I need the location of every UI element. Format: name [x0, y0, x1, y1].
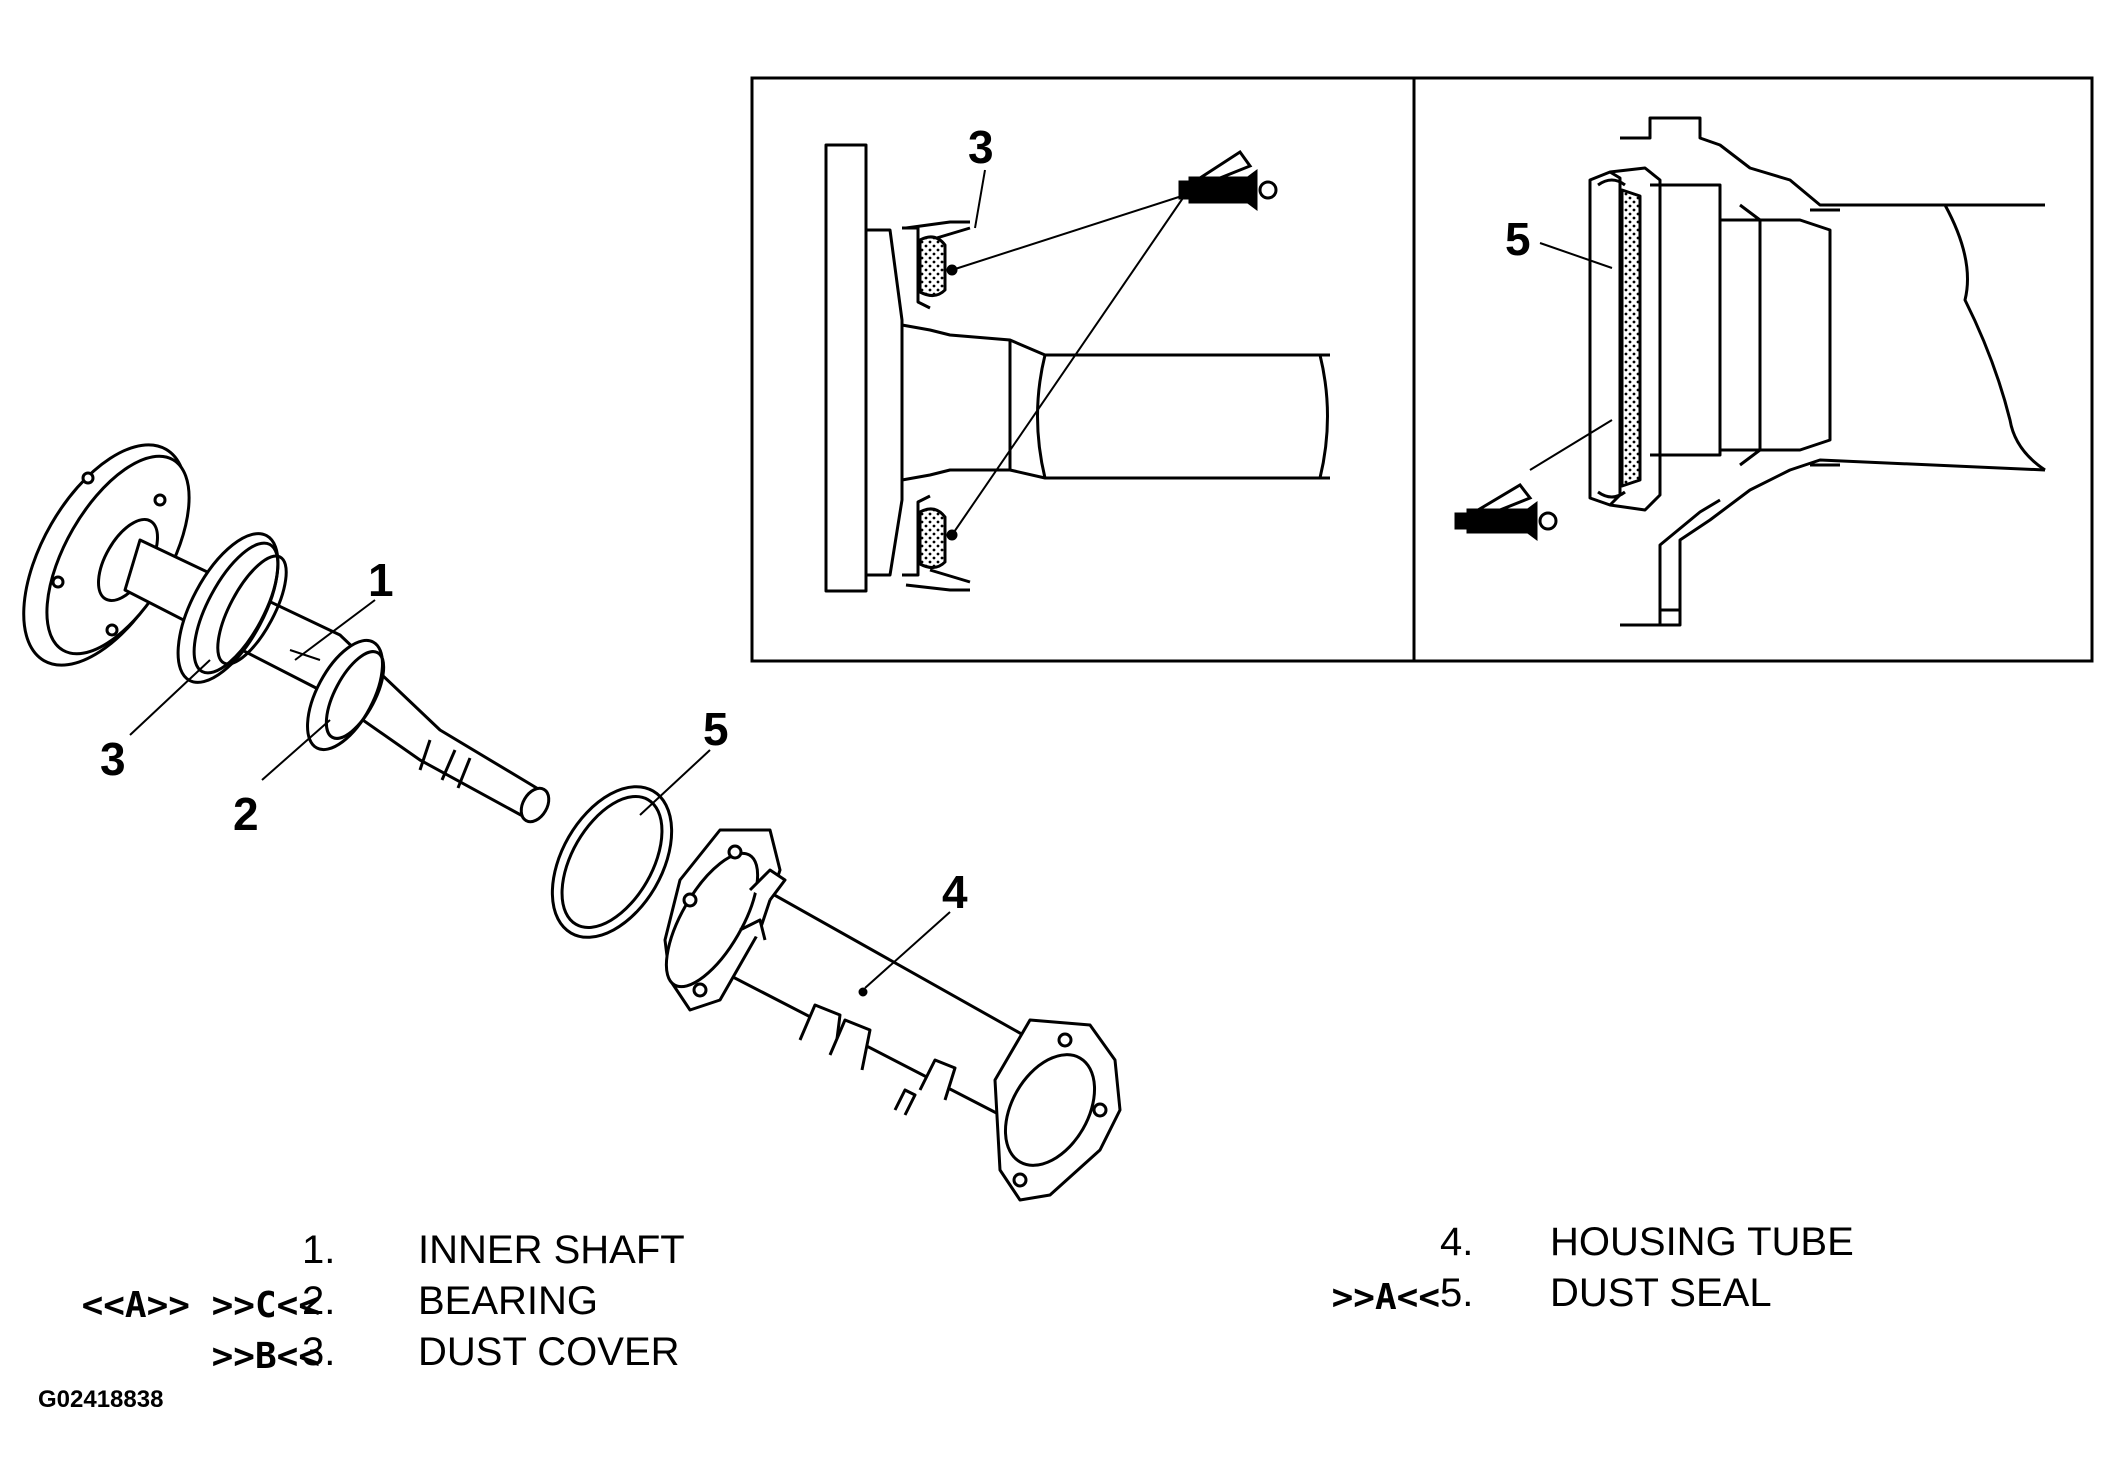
- legend-row: >>B<< 3. DUST COVER: [36, 1330, 736, 1380]
- housing-tube: [663, 828, 1122, 1202]
- legend-label: DUST SEAL: [1550, 1271, 1772, 1315]
- detail-left-callout-3: 3: [968, 121, 994, 173]
- leader-lines: [129, 599, 951, 989]
- legend-row: >>A<< 5. DUST SEAL: [1300, 1271, 1920, 1321]
- detail-box: [750, 76, 2094, 663]
- axle-flange: [22, 443, 191, 667]
- detail-left-dust-cover: [824, 143, 1330, 593]
- grease-gun-icon: [1178, 149, 1278, 211]
- legend-label: DUST COVER: [418, 1330, 680, 1374]
- callout-4: 4: [942, 866, 968, 918]
- legend-procedure-refs: <<A>> >>C<<: [81, 1285, 320, 1326]
- legend-row: 4. HOUSING TUBE: [1300, 1220, 1920, 1270]
- legend-label: HOUSING TUBE: [1550, 1220, 1854, 1264]
- legend-number: 4.: [1440, 1220, 1474, 1264]
- figure-id: G02418838: [38, 1386, 164, 1413]
- callout-1: 1: [368, 554, 394, 606]
- legend-row: <<A>> >>C<< 2. BEARING: [36, 1279, 736, 1329]
- detail-right-callout-5: 5: [1505, 213, 1531, 265]
- callout-2: 2: [233, 788, 259, 840]
- dust-seal: [550, 785, 674, 939]
- legend-number: 3.: [302, 1330, 336, 1374]
- legend-label: BEARING: [418, 1279, 599, 1323]
- legend-row: 1. INNER SHAFT: [36, 1228, 736, 1278]
- legend-label: INNER SHAFT: [418, 1228, 685, 1272]
- legend-right: 4. HOUSING TUBE >>A<< 5. DUST SEAL: [1300, 1220, 1920, 1330]
- legend-number: 1.: [302, 1228, 336, 1272]
- detail-right-dust-seal: [1529, 116, 2046, 627]
- legend-left: 1. INNER SHAFT <<A>> >>C<< 2. BEARING >>…: [36, 1228, 736, 1378]
- grease-gun-icon: [1454, 483, 1558, 541]
- legend-procedure-refs: >>A<<: [1331, 1277, 1440, 1318]
- callout-5: 5: [703, 703, 729, 755]
- legend-procedure-refs: >>B<<: [211, 1336, 320, 1377]
- legend-number: 5.: [1440, 1271, 1474, 1315]
- legend-number: 2.: [302, 1279, 336, 1323]
- callout-3: 3: [100, 733, 126, 785]
